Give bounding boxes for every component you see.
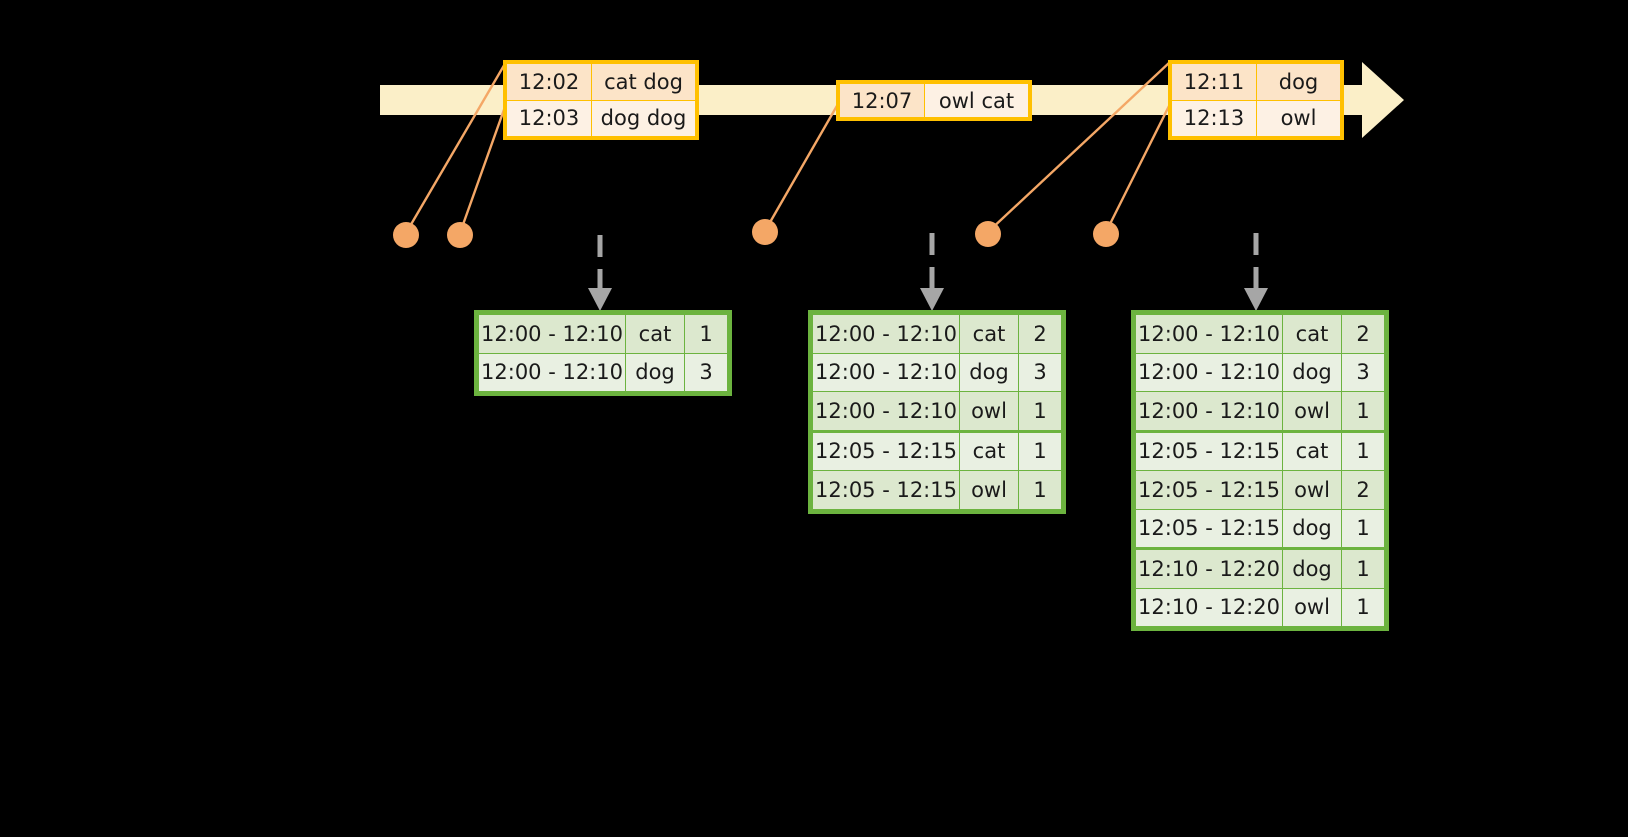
result-arrows: [588, 233, 1268, 311]
result-word: cat: [1282, 429, 1342, 471]
event-dot-4: [975, 221, 1001, 247]
result-word: cat: [959, 314, 1019, 354]
result-word: owl: [1282, 587, 1342, 627]
event-box-1: 12:02 cat dog 12:03 dog dog: [503, 60, 699, 140]
event-dot-2: [447, 222, 473, 248]
result-window: 12:00 - 12:10: [812, 391, 960, 432]
result-count: 1: [1018, 391, 1062, 432]
result-count: 1: [1018, 470, 1062, 510]
event-row: 12:02 cat dog: [506, 63, 696, 101]
event-time: 12:13: [1171, 99, 1257, 137]
event-dot-3: [752, 219, 778, 245]
event-words: cat dog: [591, 63, 696, 101]
event-time: 12:07: [839, 83, 925, 118]
result-window: 12:00 - 12:10: [1135, 314, 1283, 354]
result-window: 12:00 - 12:10: [1135, 352, 1283, 392]
result-window: 12:05 - 12:15: [1135, 429, 1283, 471]
result-window: 12:00 - 12:10: [812, 314, 960, 354]
result-count: 1: [1341, 508, 1385, 549]
result-arrow-3: [1244, 233, 1268, 311]
result-word: cat: [625, 314, 685, 354]
result-window: 12:05 - 12:15: [1135, 470, 1283, 510]
event-row: 12:13 owl: [1171, 99, 1341, 137]
result-word: owl: [1282, 470, 1342, 510]
event-box-2: 12:07 owl cat: [836, 80, 1032, 121]
result-count: 1: [1341, 587, 1385, 627]
result-window: 12:10 - 12:20: [1135, 547, 1283, 589]
result-word: owl: [959, 391, 1019, 432]
event-words: dog: [1256, 63, 1341, 101]
result-count: 2: [1341, 314, 1385, 354]
result-word: dog: [1282, 547, 1342, 589]
event-time: 12:03: [506, 99, 592, 137]
event-words: owl cat: [924, 83, 1029, 118]
result-count: 1: [684, 314, 728, 354]
result-window: 12:00 - 12:10: [812, 352, 960, 392]
result-arrow-2: [920, 233, 944, 311]
result-window: 12:05 - 12:15: [812, 429, 960, 471]
event-dots: [393, 219, 1119, 248]
event-box-3: 12:11 dog 12:13 owl: [1168, 60, 1344, 140]
event-time: 12:02: [506, 63, 592, 101]
result-count: 1: [1341, 429, 1385, 471]
result-count: 3: [1018, 352, 1062, 392]
result-window: 12:00 - 12:10: [478, 352, 626, 392]
result-window: 12:00 - 12:10: [478, 314, 626, 354]
result-word: owl: [959, 470, 1019, 510]
result-word: owl: [1282, 391, 1342, 432]
result-count: 3: [684, 352, 728, 392]
result-word: dog: [625, 352, 685, 392]
event-row: 12:07 owl cat: [839, 83, 1029, 118]
result-count: 1: [1341, 547, 1385, 589]
result-window: 12:05 - 12:15: [1135, 508, 1283, 549]
result-window: 12:10 - 12:20: [1135, 587, 1283, 627]
result-count: 2: [1341, 470, 1385, 510]
result-word: dog: [1282, 508, 1342, 549]
result-window: 12:05 - 12:15: [812, 470, 960, 510]
event-words: dog dog: [591, 99, 696, 137]
result-word: dog: [959, 352, 1019, 392]
result-count: 1: [1018, 429, 1062, 471]
result-count: 3: [1341, 352, 1385, 392]
result-arrow-1: [588, 235, 612, 311]
result-word: cat: [959, 429, 1019, 471]
result-word: dog: [1282, 352, 1342, 392]
event-time: 12:11: [1171, 63, 1257, 101]
event-dot-1: [393, 222, 419, 248]
event-dot-5: [1093, 221, 1119, 247]
event-row: 12:11 dog: [1171, 63, 1341, 101]
result-word: cat: [1282, 314, 1342, 354]
result-count: 1: [1341, 391, 1385, 432]
result-count: 2: [1018, 314, 1062, 354]
event-words: owl: [1256, 99, 1341, 137]
event-row: 12:03 dog dog: [506, 99, 696, 137]
result-window: 12:00 - 12:10: [1135, 391, 1283, 432]
